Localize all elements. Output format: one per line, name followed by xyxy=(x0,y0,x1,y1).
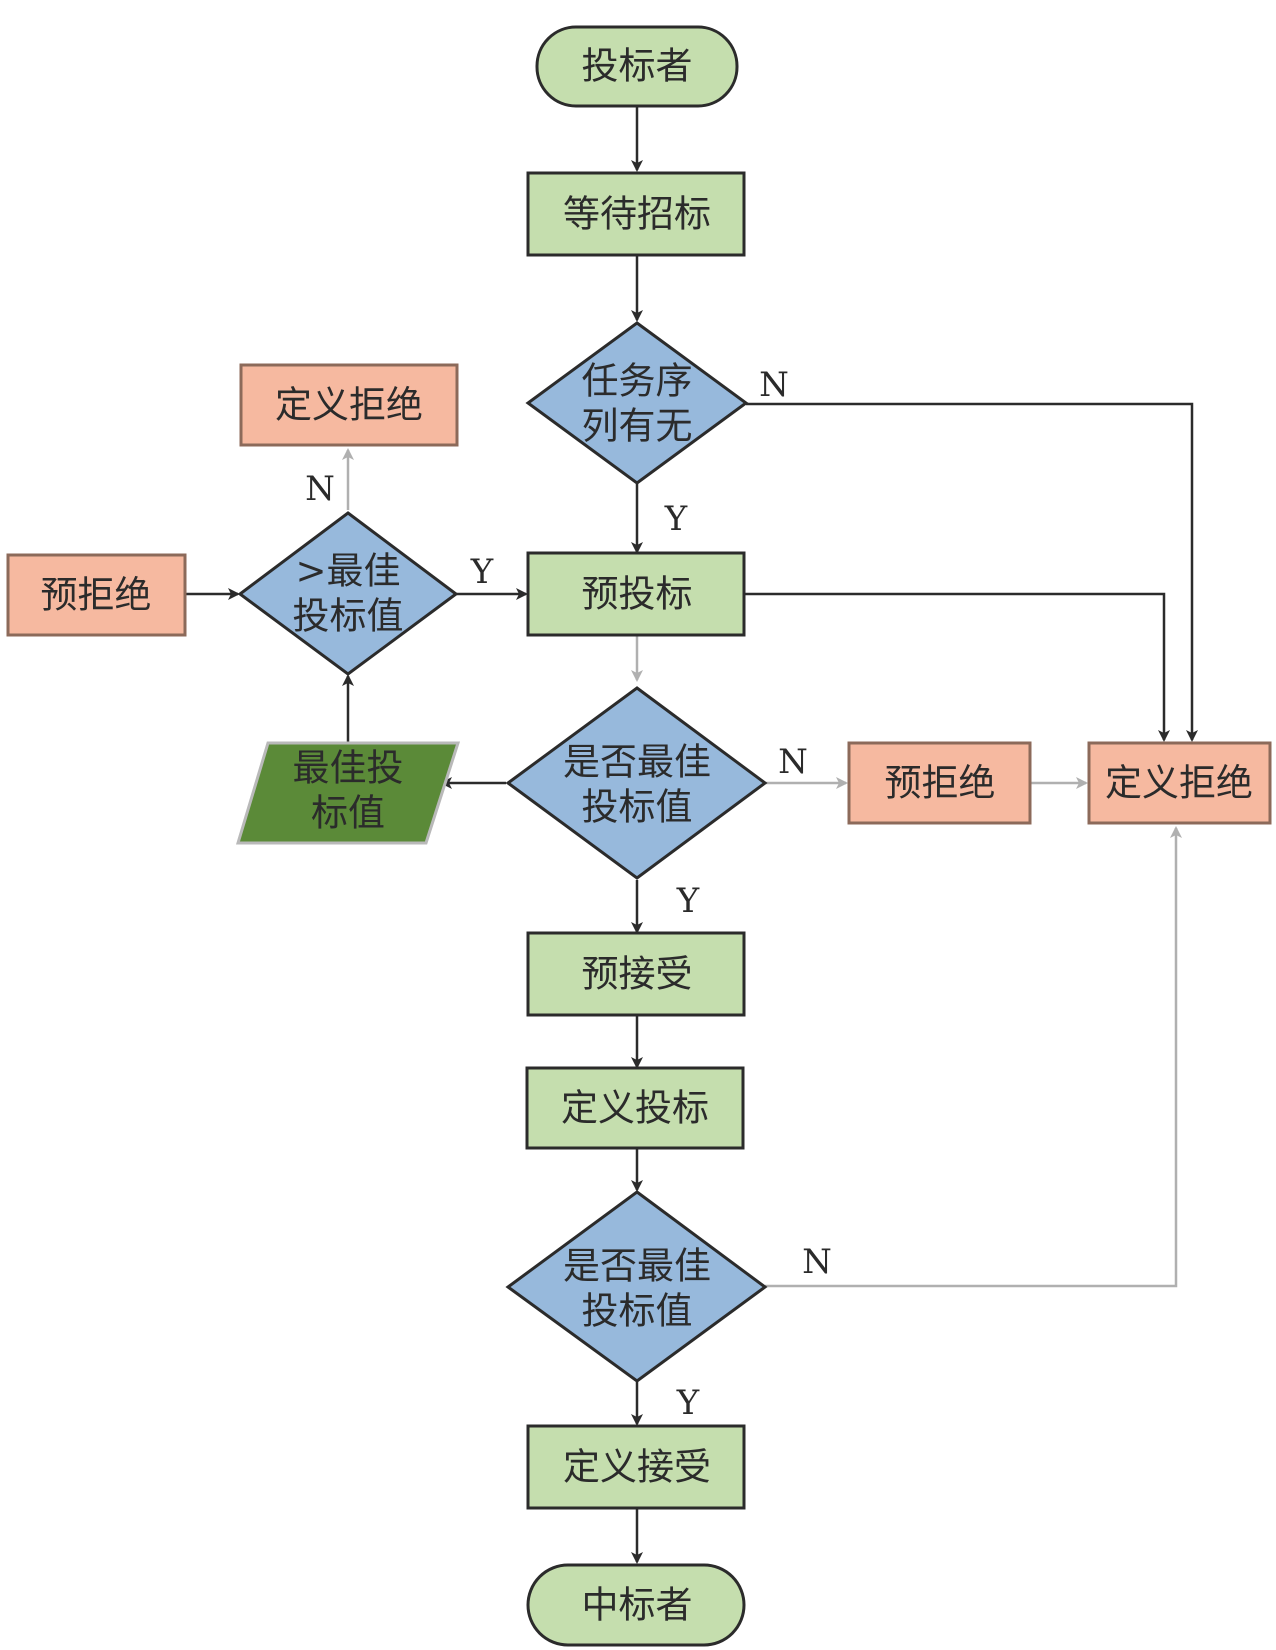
is-best-bid-1-label-line1: 是否最佳 xyxy=(563,741,711,784)
define-bid-label: 定义投标 xyxy=(561,1087,709,1130)
edge-best2-no-to-define-reject xyxy=(765,826,1182,1288)
edge-label-task-no: N xyxy=(759,365,789,405)
gt-best-bid-label-line1: >最佳 xyxy=(295,550,400,593)
define-reject-top-label: 定义拒绝 xyxy=(275,384,423,427)
process-define-reject-right: 定义拒绝 xyxy=(1087,741,1272,825)
pre-bid-label: 预投标 xyxy=(582,573,693,616)
decision-is-best-bid-1: 是否最佳 投标值 xyxy=(505,686,768,880)
process-pre-bid: 预投标 xyxy=(526,551,746,637)
pre-accept-label: 预接受 xyxy=(582,953,693,996)
process-pre-reject-left: 预拒绝 xyxy=(6,553,187,637)
define-accept-label: 定义接受 xyxy=(563,1446,711,1489)
end-node-winner: 中标者 xyxy=(526,1563,746,1647)
best-bid-value-label-line2: 标值 xyxy=(311,792,385,835)
process-wait-tender: 等待招标 xyxy=(526,171,746,257)
edge-label-gt-no: N xyxy=(305,469,335,509)
gt-best-bid-label-line2: 投标值 xyxy=(293,595,404,638)
process-define-reject-top: 定义拒绝 xyxy=(239,363,459,447)
pre-reject-right-label: 预拒绝 xyxy=(885,762,996,805)
edge-label-best2-no: N xyxy=(802,1242,832,1282)
pre-reject-left-label: 预拒绝 xyxy=(41,574,152,617)
process-define-bid: 定义投标 xyxy=(525,1066,745,1150)
edge-label-best1-no: N xyxy=(778,742,808,782)
task-queue-label-line1: 任务序 xyxy=(582,360,693,403)
edge-task-no-to-define-reject xyxy=(746,402,1198,742)
task-queue-label-line2: 列有无 xyxy=(582,405,693,448)
decision-gt-best-bid: >最佳 投标值 xyxy=(237,511,459,676)
define-reject-right-label: 定义拒绝 xyxy=(1105,762,1253,805)
data-best-bid-value: 最佳投 标值 xyxy=(235,741,461,845)
is-best-bid-2-label-line1: 是否最佳 xyxy=(563,1245,711,1288)
decision-task-queue: 任务序 列有无 xyxy=(525,321,749,485)
decision-is-best-bid-2: 是否最佳 投标值 xyxy=(505,1190,768,1383)
edge-label-best2-yes: Y xyxy=(676,1383,700,1423)
edge-label-task-yes: Y xyxy=(664,499,688,539)
process-define-accept: 定义接受 xyxy=(526,1424,746,1510)
wait-tender-label: 等待招标 xyxy=(563,193,711,236)
best-bid-value-label-line1: 最佳投 xyxy=(293,747,404,790)
is-best-bid-1-label-line2: 投标值 xyxy=(582,786,693,829)
start-node-bidder: 投标者 xyxy=(535,25,739,108)
process-pre-accept: 预接受 xyxy=(526,931,746,1017)
edge-label-gt-yes: Y xyxy=(470,552,494,592)
bidder-label: 投标者 xyxy=(582,45,693,88)
is-best-bid-2-label-line2: 投标值 xyxy=(582,1290,693,1333)
edge-label-best1-yes: Y xyxy=(676,881,700,921)
winner-label: 中标者 xyxy=(582,1584,693,1627)
process-pre-reject-right: 预拒绝 xyxy=(847,741,1032,825)
edge-prebid-to-define-reject xyxy=(745,592,1170,742)
